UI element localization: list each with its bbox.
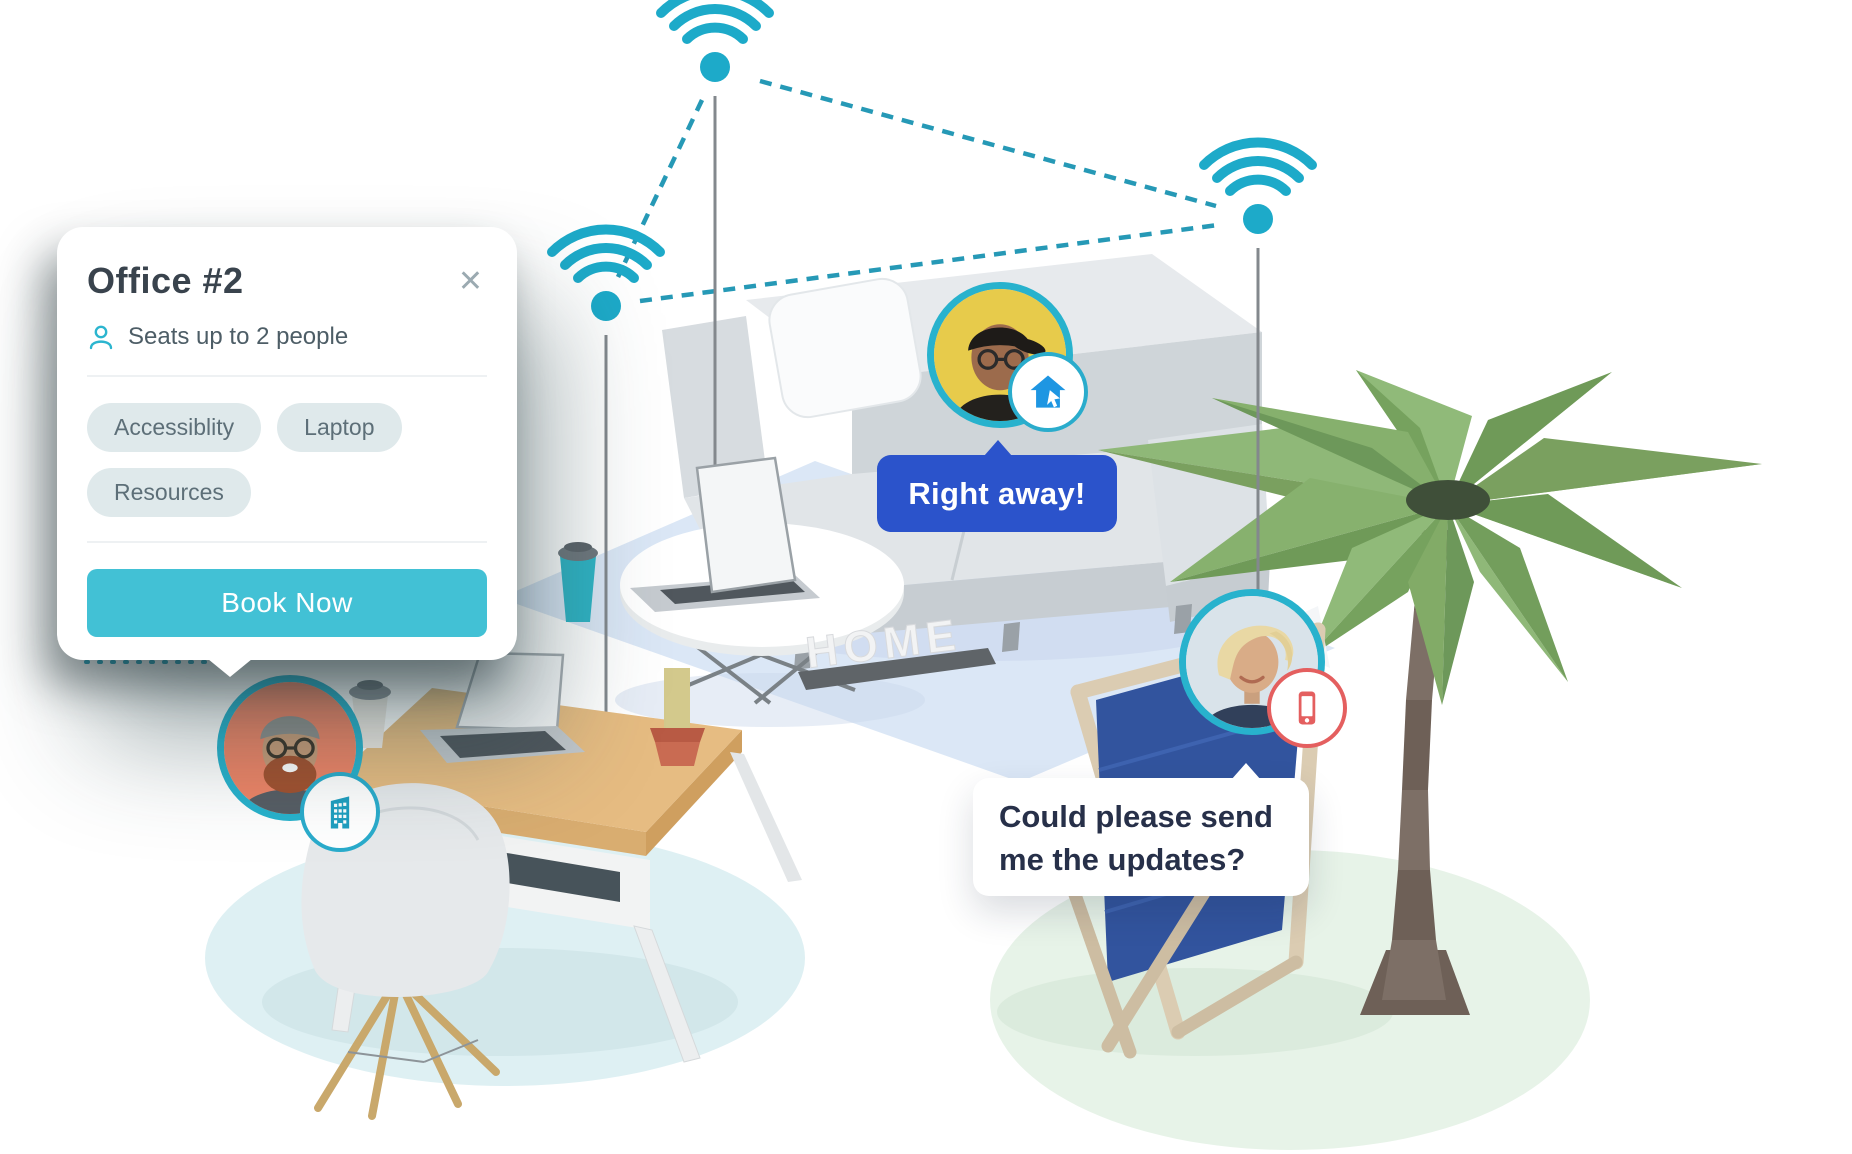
bubble-text: Right away!	[908, 475, 1086, 511]
close-icon: ✕	[457, 265, 483, 298]
close-button[interactable]: ✕	[454, 263, 487, 301]
link-top-left	[615, 99, 705, 278]
palm-trunk	[1360, 530, 1470, 1015]
wifi-icon	[547, 224, 665, 283]
capacity-row: Seats up to 2 people	[87, 323, 487, 351]
bubble-text-line: me the updates?	[999, 842, 1246, 877]
palm-tree	[1098, 370, 1762, 1015]
wifi-node-left	[547, 224, 665, 333]
wifi-node-right	[1199, 137, 1317, 246]
wifi-icon	[656, 0, 774, 44]
office-status-badge[interactable]	[300, 772, 380, 852]
coffee-table: HOME	[558, 456, 996, 705]
book-now-button[interactable]: Book Now	[87, 569, 487, 637]
divider	[87, 541, 487, 543]
smartphone-icon	[1298, 691, 1316, 725]
tag-laptop: Laptop	[277, 403, 402, 452]
tag-accessibility: Accessiblity	[87, 403, 262, 452]
home-status-badge[interactable]	[1008, 352, 1088, 432]
table-shadow	[615, 673, 925, 727]
network-links	[615, 78, 1219, 304]
capacity-label: Seats up to 2 people	[128, 323, 349, 350]
link-top-right	[759, 78, 1217, 209]
office-booking-card: Office #2 ✕ Seats up to 2 people Accessi…	[57, 227, 517, 677]
phone-status-badge[interactable]	[1267, 668, 1347, 748]
palm-leaves	[1098, 370, 1762, 705]
bubble-tail	[1231, 763, 1261, 780]
wifi-icon	[1199, 137, 1317, 196]
table-laptop	[630, 456, 820, 612]
office-building-icon	[330, 796, 350, 829]
bubble-text-line: Could please send	[999, 799, 1273, 834]
table-coffee-cup	[558, 542, 598, 622]
link-left-right	[639, 222, 1219, 304]
bubble-tail	[984, 440, 1012, 456]
card-header: Office #2 ✕	[87, 227, 487, 301]
chat-bubble-right-away: Right away!	[877, 440, 1117, 532]
wifi-node-top	[656, 0, 774, 94]
person-icon	[89, 325, 113, 350]
tag-resources: Resources	[87, 468, 251, 517]
desk-cactus	[650, 668, 705, 766]
deckchair-shadow	[997, 968, 1393, 1056]
house-cursor-icon	[1030, 375, 1066, 408]
couch-pillow	[768, 277, 922, 419]
divider	[87, 375, 487, 377]
chat-bubble-updates: Could please send me the updates?	[973, 763, 1309, 896]
card-pointer-tail	[208, 659, 252, 677]
desk-laptop	[420, 651, 585, 763]
tag-list: Accessiblity Laptop Resources	[87, 403, 487, 517]
card-title: Office #2	[87, 260, 244, 301]
